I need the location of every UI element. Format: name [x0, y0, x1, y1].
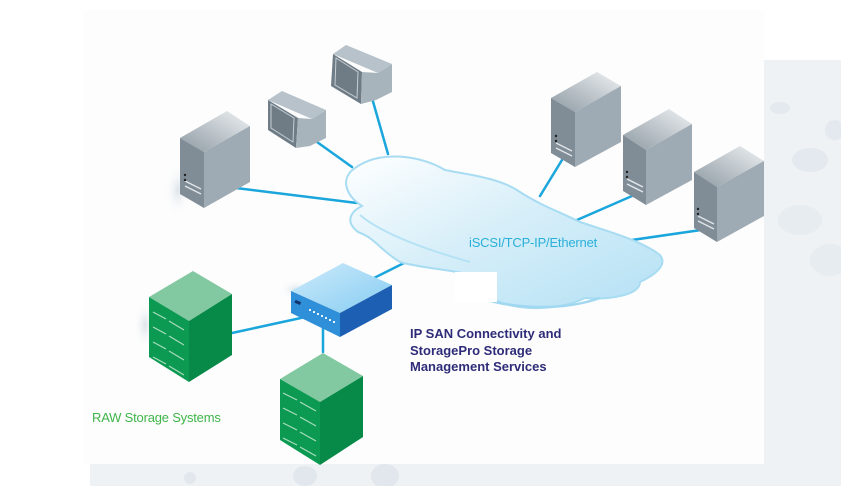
link-storage-1-switch — [230, 314, 312, 335]
gateway-label-line: StoragePro Storage — [410, 342, 533, 358]
switch-port-leds — [309, 309, 335, 323]
gateway-label-line: Management Services — [410, 359, 547, 374]
server-left[interactable] — [164, 111, 250, 218]
link-server-right-1 — [538, 158, 564, 198]
san-switch[interactable] — [278, 263, 392, 337]
gateway-label-line: IP SAN Connectivity and — [410, 326, 562, 341]
ip-network-cloud — [345, 155, 664, 309]
server-right-2[interactable] — [623, 109, 692, 205]
gateway-label: IP SAN Connectivity and StoragePro Stora… — [410, 326, 561, 376]
server-right-1[interactable] — [551, 72, 621, 167]
storage-label: RAW Storage Systems — [92, 410, 221, 425]
workstation-2[interactable] — [331, 45, 392, 104]
storage-array-2[interactable] — [280, 353, 363, 465]
server-right-3[interactable] — [694, 146, 764, 242]
storage-array-1[interactable] — [133, 271, 232, 382]
link-server-right-3 — [630, 228, 703, 242]
workstation-1[interactable] — [268, 91, 326, 148]
link-server-right-2 — [575, 194, 634, 222]
link-server-left — [234, 186, 359, 205]
network-label: iSCSI/TCP-IP/Ethernet — [469, 235, 598, 250]
link-workstation-2 — [370, 96, 390, 156]
